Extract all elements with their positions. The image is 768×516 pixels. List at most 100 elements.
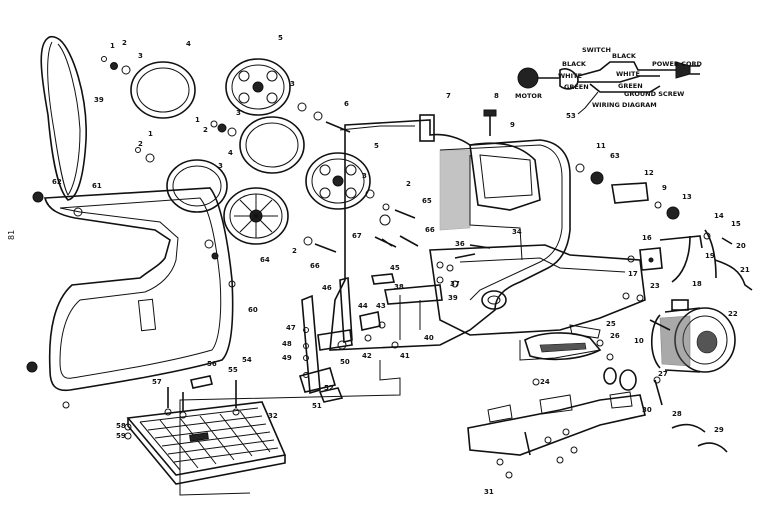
callout: 32	[268, 412, 278, 420]
callout: 67	[352, 232, 362, 240]
callout: 2	[406, 180, 411, 188]
callout: 24	[540, 378, 550, 386]
label-black-1: BLACK	[562, 60, 587, 68]
label-black-2: BLACK	[612, 52, 637, 60]
callout: 5	[278, 34, 283, 42]
callout: 48	[282, 340, 292, 348]
tire-upper	[130, 61, 196, 119]
callout: 1	[195, 116, 200, 124]
drive-belt	[40, 35, 87, 201]
callout: 1	[148, 130, 153, 138]
drive-wheel-64	[223, 187, 289, 245]
callout: 27	[658, 370, 668, 378]
switch-box-16	[639, 235, 703, 271]
saw-arm	[469, 142, 541, 211]
callout: 60	[248, 306, 258, 314]
callout: 17	[628, 270, 638, 278]
lower-wheel-guard	[43, 187, 234, 392]
knob-8	[483, 109, 497, 136]
callout: 37	[450, 280, 460, 288]
callout: 65	[422, 197, 432, 205]
callout: 40	[424, 334, 434, 342]
callout: 43	[376, 302, 386, 310]
callout: 12	[644, 169, 654, 177]
callout: 63	[610, 152, 620, 160]
right-hardware	[496, 163, 733, 479]
callout: 21	[740, 266, 750, 274]
callout: 64	[260, 256, 270, 264]
callout: 2	[292, 247, 297, 255]
hardware-top	[101, 56, 419, 260]
callout: 4	[186, 40, 191, 48]
callout: 61	[92, 182, 102, 190]
motor-mount-31	[467, 394, 646, 456]
callout: 13	[682, 193, 692, 201]
callout: 57	[152, 378, 162, 386]
motor-23	[650, 299, 736, 373]
callout: 31	[484, 488, 494, 496]
blade-guide-post-7	[419, 114, 435, 142]
callout: 50	[340, 358, 350, 366]
callout: 22	[728, 310, 738, 318]
label-ground-screw: GROUND SCREW	[624, 90, 684, 98]
callout: 52	[324, 384, 334, 392]
callout: 9	[662, 184, 667, 192]
callout: 36	[455, 240, 465, 248]
blade-30	[697, 442, 728, 453]
callout: 7	[446, 92, 451, 100]
callout: 39	[448, 294, 458, 302]
callout: 18	[692, 280, 702, 288]
callout: 46	[322, 284, 332, 292]
callout: 42	[362, 352, 372, 360]
tire-middle	[239, 116, 305, 174]
callout: 66	[425, 226, 435, 234]
callout: 2	[203, 126, 208, 134]
callout: 47	[286, 324, 296, 332]
side-mark: 81	[7, 230, 16, 240]
tire-lower	[166, 159, 228, 213]
label-power-cord: POWER CORD	[652, 60, 702, 68]
label-white-2: WHITE	[616, 70, 640, 78]
callout: 41	[400, 352, 410, 360]
callout: 56	[207, 360, 217, 368]
lower-housing	[429, 244, 646, 336]
tension-parts	[436, 244, 491, 288]
callout: 44	[358, 302, 368, 310]
callout: 53	[566, 112, 576, 120]
upper-wheel	[225, 58, 291, 116]
callout: 62	[52, 178, 62, 186]
callout: 16	[642, 234, 652, 242]
callout: 58	[116, 422, 126, 430]
guard-knob-62-bottom	[26, 361, 38, 373]
callout: 3	[138, 52, 143, 60]
guard-knob-62-top	[32, 191, 44, 203]
callout: 34	[512, 228, 522, 236]
callout: 10	[634, 337, 644, 345]
saw-table-54	[126, 401, 287, 485]
power-cord-22	[714, 259, 753, 291]
callout: 29	[714, 426, 724, 434]
callout: 3	[362, 172, 367, 180]
callout: 20	[736, 242, 746, 250]
label-white-1: WHITE	[558, 72, 582, 80]
label-switch: SWITCH	[582, 46, 611, 54]
callout: 25	[606, 320, 616, 328]
wiring-diagram	[517, 61, 700, 115]
callout: 1	[110, 42, 115, 50]
blade-guide-assembly	[298, 273, 443, 403]
lower-wheel-right	[305, 152, 371, 210]
saw-frame	[329, 119, 571, 351]
callout: 30	[642, 406, 652, 414]
callout: 59	[116, 432, 126, 440]
label-wiring-diagram: WIRING DIAGRAM	[592, 101, 657, 109]
callout: 55	[228, 366, 238, 374]
table-hardware	[124, 375, 240, 440]
callout: 66	[310, 262, 320, 270]
callout: 15	[731, 220, 741, 228]
callout: 6	[344, 100, 349, 108]
label-motor: MOTOR	[515, 92, 542, 100]
callout: 19	[705, 252, 715, 260]
callout: 26	[610, 332, 620, 340]
frame-body-shading	[439, 149, 471, 231]
